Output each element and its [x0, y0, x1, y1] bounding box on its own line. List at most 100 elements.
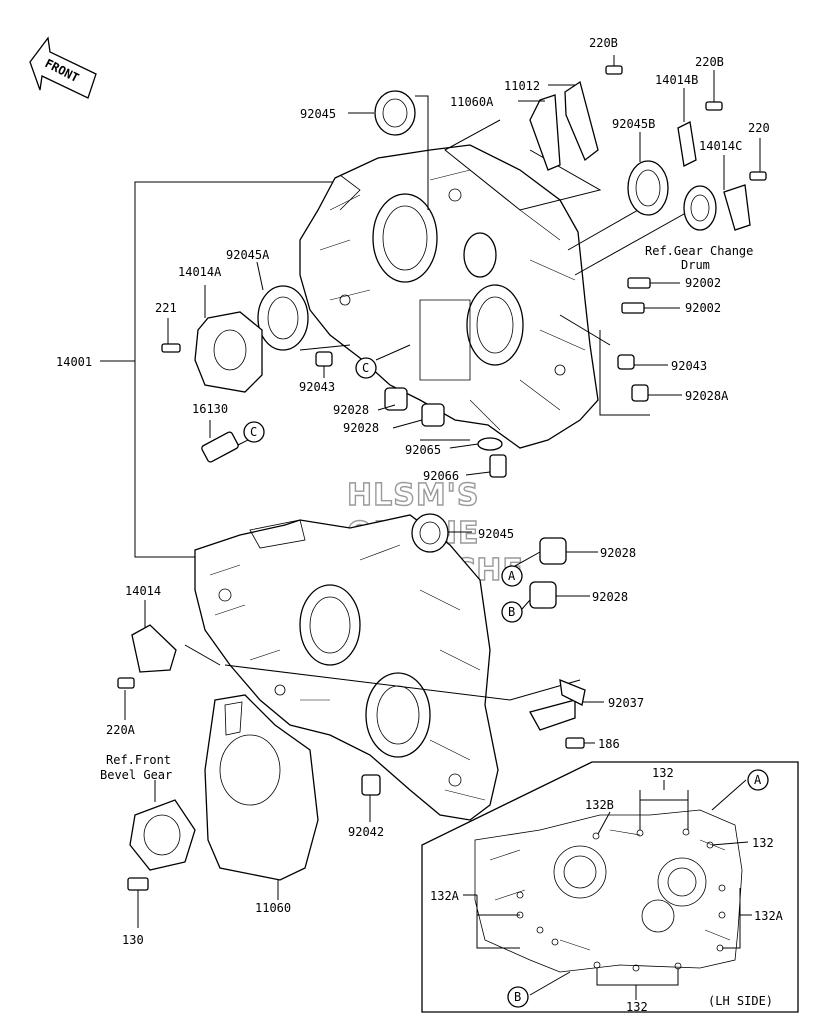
plate-14014	[131, 624, 177, 673]
label-92045-top: 92045	[300, 107, 336, 121]
dowel-92043-left	[315, 351, 333, 367]
gasket-11060	[204, 694, 319, 881]
callout-c-sensor: C	[243, 421, 265, 443]
bearing-92045-top	[374, 90, 416, 136]
label-92028-4: 92028	[592, 590, 628, 604]
label-186: 186	[598, 737, 620, 751]
watermark-line-1: HLSM'S	[347, 478, 479, 513]
label-11060A: 11060A	[450, 95, 494, 109]
label-132B: 132B	[585, 798, 614, 812]
bearing-92045B	[627, 160, 669, 216]
part-leader-lines	[124, 55, 761, 928]
callout-b-main: B	[501, 601, 523, 623]
label-92065: 92065	[405, 443, 441, 457]
plate-14014A	[194, 311, 263, 393]
crankcase-bracket-14001	[100, 181, 333, 558]
label-92043-left: 92043	[299, 380, 335, 394]
label-220A: 220A	[106, 723, 136, 737]
label-ref-front-1: Ref.Front	[106, 753, 171, 767]
label-16130: 16130	[192, 402, 228, 416]
plate-14014B	[677, 121, 697, 167]
upper-crankcase-half	[299, 144, 599, 449]
label-92028-2: 92028	[343, 421, 379, 435]
label-92043-right: 92043	[671, 359, 707, 373]
dowel-92043-right	[617, 354, 635, 370]
bolt-186	[565, 737, 585, 749]
label-92045-mid: 92045	[478, 527, 514, 541]
label-220: 220	[748, 121, 770, 135]
label-92037: 92037	[608, 696, 644, 710]
svg-text:A: A	[754, 773, 762, 787]
label-92028-1: 92028	[333, 403, 369, 417]
label-14001: 14001	[56, 355, 92, 369]
label-14014B: 14014B	[655, 73, 698, 87]
label-14014: 14014	[125, 584, 161, 598]
label-92028-3: 92028	[600, 546, 636, 560]
inset-lh-side-label: (LH SIDE)	[708, 994, 773, 1008]
svg-text:B: B	[508, 605, 515, 619]
assembly-guide-lines	[184, 95, 701, 701]
oring-92065	[477, 437, 503, 451]
bearing-92045-mid	[411, 513, 449, 553]
label-ref-gear-change-2: Drum	[681, 258, 710, 272]
inset-callout-a: A	[747, 769, 769, 791]
svg-text:C: C	[250, 425, 257, 439]
label-ref-front-2: Bevel Gear	[100, 768, 172, 782]
part-labels: 220B 11012 11060A 220B 14014B 92045 9204…	[56, 36, 770, 947]
label-220B-1: 220B	[589, 36, 618, 50]
label-92066: 92066	[423, 469, 459, 483]
label-132-right: 132	[752, 836, 774, 850]
front-direction-arrow: FRONT	[29, 36, 97, 99]
bolt-220B-2	[705, 101, 723, 111]
label-14014A: 14014A	[178, 265, 222, 279]
label-132A-right: 132A	[754, 909, 784, 923]
bracket-92037	[529, 678, 586, 731]
dowel-92042	[361, 774, 381, 796]
bearing-92045A	[257, 285, 309, 351]
callout-c-upper: C	[355, 357, 377, 379]
stud-92002-2	[621, 302, 645, 314]
label-92028A: 92028A	[685, 389, 729, 403]
label-132A-left: 132A	[430, 889, 460, 903]
label-ref-gear-change-1: Ref.Gear Change	[645, 244, 753, 258]
bolt-220	[749, 171, 767, 181]
label-11012: 11012	[504, 79, 540, 93]
label-92045A: 92045A	[226, 248, 270, 262]
label-221: 221	[155, 301, 177, 315]
svg-text:C: C	[362, 361, 369, 375]
dowel-92028-1	[384, 387, 408, 411]
gear-change-drum	[683, 185, 717, 231]
dowel-92028-2	[421, 403, 445, 427]
bolt-220A	[117, 677, 135, 689]
inset-callout-b: B	[507, 986, 529, 1008]
plate-14014C	[723, 184, 751, 231]
svg-text:A: A	[508, 569, 516, 583]
label-14014C: 14014C	[699, 139, 742, 153]
callout-a-main: A	[501, 565, 523, 587]
dowel-92028-4	[529, 581, 557, 609]
label-220B-2: 220B	[695, 55, 724, 69]
bracket-11060A	[529, 94, 561, 171]
bolt-220B-1	[605, 65, 623, 75]
label-92002-1: 92002	[685, 276, 721, 290]
sensor-16130	[201, 431, 239, 463]
label-92042: 92042	[348, 825, 384, 839]
bracket-11012	[564, 80, 599, 162]
lower-crankcase-half	[194, 514, 499, 821]
label-92045B: 92045B	[612, 117, 655, 131]
bolt-130	[127, 877, 149, 891]
label-92002-2: 92002	[685, 301, 721, 315]
label-130: 130	[122, 933, 144, 947]
label-132-top: 132	[652, 766, 674, 780]
lh-side-inset: A B 132B 132 132 132A 132A 132 (LH SIDE)	[421, 761, 799, 1014]
dowel-92028-3	[539, 537, 567, 565]
inset-bolt-holes	[516, 828, 726, 972]
label-132-bottom: 132	[626, 1000, 648, 1014]
dowel-92028A	[631, 384, 649, 402]
stud-92002-1	[627, 277, 651, 289]
front-bevel-gear	[129, 799, 196, 871]
svg-text:B: B	[514, 990, 521, 1004]
label-11060: 11060	[255, 901, 291, 915]
bolt-221	[161, 343, 181, 353]
